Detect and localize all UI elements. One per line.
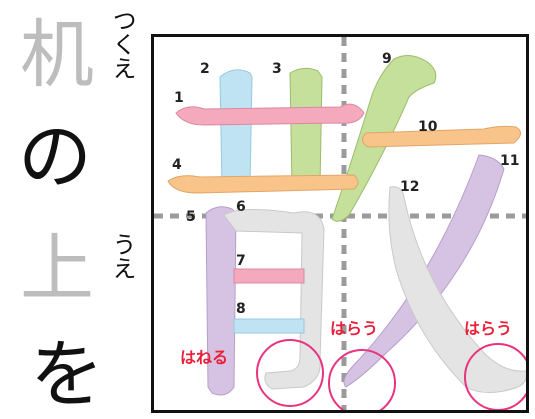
stroke-number-3: 3 — [272, 61, 282, 77]
stroke-order-diagram: 1 2 3 4 5 6 7 8 9 10 11 12 はねる はらう はらう — [154, 37, 526, 410]
kana-wo: を — [30, 332, 104, 418]
ruby-tsukue: つくえ — [108, 8, 136, 80]
stroke-8 — [233, 318, 305, 334]
ruby-ue: うえ — [108, 232, 136, 280]
stroke-number-2: 2 — [200, 61, 210, 77]
stroke-number-7: 7 — [236, 253, 246, 269]
stroke-numbers: 1 2 3 4 5 6 7 8 9 10 11 12 — [172, 51, 519, 317]
stroke-6 — [223, 208, 325, 390]
stroke-7 — [233, 268, 305, 284]
harau-circle-right — [464, 343, 526, 410]
stroke-number-11: 11 — [500, 153, 519, 169]
kanji-tsukue: 机 — [20, 12, 94, 98]
stroke-3 — [289, 67, 323, 188]
stroke-order-card: 1 2 3 4 5 6 7 8 9 10 11 12 はねる はらう はらう — [151, 34, 529, 413]
example-sentence: 机 つくえ の 上 うえ を — [0, 0, 150, 419]
stroke-number-1: 1 — [174, 90, 184, 106]
stroke-number-10: 10 — [418, 119, 438, 135]
stroke-10 — [362, 125, 521, 148]
stroke-number-4: 4 — [172, 157, 182, 173]
stroke-1 — [175, 103, 365, 126]
hane-label: はねる — [180, 348, 228, 367]
stroke-4 — [167, 174, 359, 194]
stroke-2 — [219, 69, 253, 188]
stroke-number-6: 6 — [236, 199, 246, 215]
kanji-ue: 上 — [20, 226, 94, 312]
stroke-12 — [388, 186, 526, 393]
annotation-circles — [256, 339, 526, 410]
hane-circle — [256, 339, 324, 407]
stroke-number-12: 12 — [400, 179, 419, 195]
harau-label-right: はらう — [464, 319, 512, 338]
stroke-number-5: 5 — [186, 209, 196, 225]
harau-label-left: はらう — [330, 319, 378, 338]
stroke-number-8: 8 — [236, 301, 246, 317]
kana-no: の — [18, 114, 92, 200]
harau-circle-left — [328, 349, 396, 410]
stroke-5 — [205, 206, 237, 396]
stroke-number-9: 9 — [382, 51, 392, 67]
